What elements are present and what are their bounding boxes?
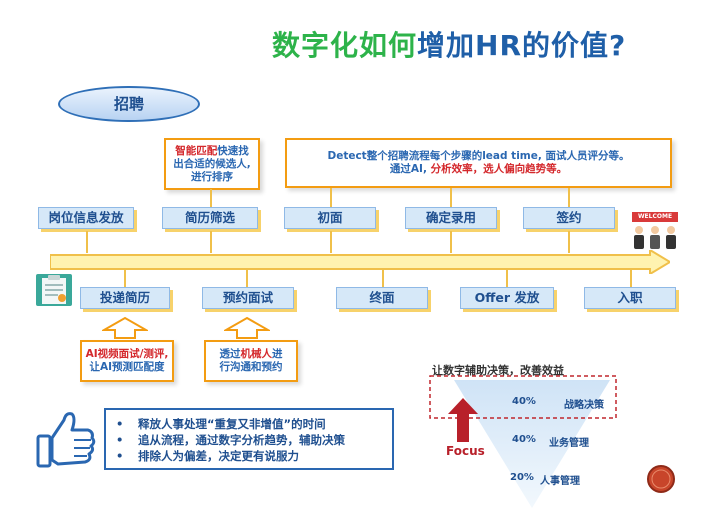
detect-line1: Detect整个招聘流程每个步骤的lead time, 面试人员评分等。 [327,150,630,162]
benefit-text: 追从流程，通过数字分析趋势，辅助决策 [138,433,345,447]
connector-line [330,188,332,207]
step-submit-resume: 投递简历 [80,287,170,309]
robot-note: 透过机械人进 行沟通和预约 [204,340,298,382]
step-confirm-hire: 确定录用 [405,207,497,229]
pyramid-pct-2: 40% [512,434,536,445]
connector-line [382,270,384,288]
connector-line [124,270,126,288]
benefit-item: •追从流程，通过数字分析趋势，辅助决策 [116,433,345,447]
pyramid-title: 让数字辅助决策，改善效益 [432,364,564,377]
step-job-posting: 岗位信息发放 [38,207,134,229]
smart-match-note: 智能匹配快速找 出合适的候选人, 进行排序 [164,138,260,190]
pyramid-label-2: 业务管理 [549,438,589,449]
connector-line [210,231,212,253]
welcome-sign: WELCOME [632,212,678,222]
connector-line [506,270,508,288]
timeline-arrow [50,250,670,274]
connector-line [86,231,88,253]
title-part-2: 增加HR的价值? [417,29,627,62]
detect-line2-pre: 通过AI, [389,163,427,175]
connector-line [210,189,212,207]
detect-note: Detect整个招聘流程每个步骤的lead time, 面试人员评分等。 通过A… [285,138,672,188]
smart-match-line2: 出合适的候选人, [173,158,251,170]
step-resume-screening: 简历筛选 [162,207,258,229]
up-arrow-icon [102,316,148,339]
pyramid-pct-3: 20% [510,472,534,483]
robot-line1-pre: 透过 [219,348,241,360]
clipboard-icon [36,274,72,306]
page-title: 数字化如何增加HR的价值? [272,24,626,64]
recruitment-pill: 招聘 [58,86,200,122]
ai-video-note: AI视频面试/测评, 让AI预测匹配度 [80,340,174,382]
connector-line [450,188,452,207]
benefit-text: 释放人事处理“重复又非增值”的时间 [138,417,326,431]
step-first-interview: 初面 [284,207,376,229]
step-onboarding: 入职 [584,287,676,309]
pyramid-label-3: 人事管理 [540,476,580,487]
step-sign-contract: 签约 [523,207,615,229]
step-final-interview: 终面 [336,287,428,309]
step-offer: Offer 发放 [460,287,554,309]
welcome-people-icon: WELCOME [630,210,680,250]
next-button-icon[interactable] [646,464,676,494]
pyramid-diagram [429,375,617,508]
connector-line [568,188,570,207]
connector-line [330,231,332,253]
ai-video-line2: 让AI预测匹配度 [89,361,165,373]
pyramid-label-1: 战略决策 [564,400,604,411]
robot-line1-red: 机械人 [240,348,273,360]
benefit-text: 排除人为偏差，决定更有说服力 [138,449,299,463]
connector-line [568,231,570,253]
focus-label: Focus [446,444,485,458]
smart-match-line1: 快速找 [217,145,249,157]
ai-video-line1: AI视频面试/测评, [85,348,169,360]
thumbs-up-icon [36,412,96,468]
connector-line [630,270,632,288]
title-part-1: 数字化如何 [272,29,418,62]
smart-match-line3: 进行排序 [191,171,233,183]
focus-arrow-icon [448,398,478,442]
smart-match-highlight: 智能匹配 [175,145,218,157]
detect-line2-red: 分析效率，选人偏向趋势等。 [430,163,568,175]
step-schedule-interview: 预约面试 [202,287,294,309]
connector-line [246,270,248,288]
up-arrow-icon [224,316,270,339]
benefit-item: •排除人为偏差，决定更有说服力 [116,449,299,463]
connector-line [450,231,452,253]
robot-line1-post: 进 [272,348,283,360]
benefit-item: •释放人事处理“重复又非增值”的时间 [116,417,326,431]
benefits-box: •释放人事处理“重复又非增值”的时间 •追从流程，通过数字分析趋势，辅助决策 •… [104,408,394,470]
pyramid-pct-1: 40% [512,396,536,407]
robot-line2: 行沟通和预约 [219,361,283,373]
